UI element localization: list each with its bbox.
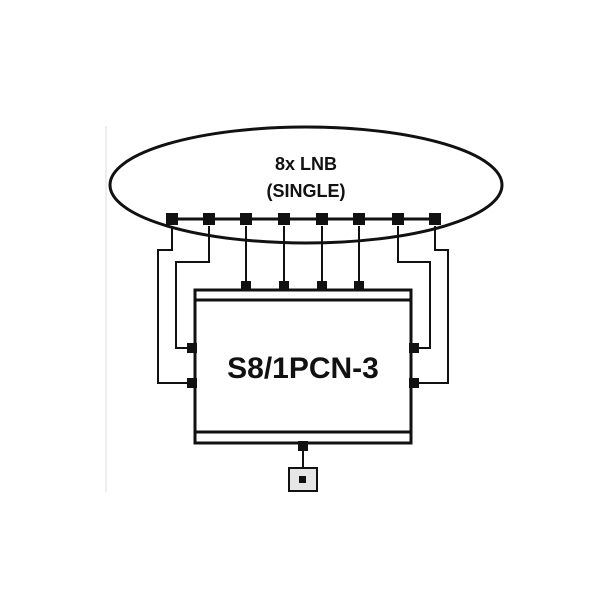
top-port-4-icon bbox=[354, 281, 364, 291]
device-output bbox=[288, 441, 318, 492]
cable-lnb-2 bbox=[175, 226, 210, 349]
top-port-3-icon bbox=[317, 281, 327, 291]
cable-lnb-8 bbox=[411, 226, 449, 384]
device-body bbox=[193, 288, 413, 445]
cable-lnb-7 bbox=[397, 226, 431, 349]
left-port-lower-icon bbox=[187, 378, 197, 388]
multiswitch-device: S8/1PCN-3 bbox=[193, 288, 413, 445]
right-port-upper-icon bbox=[409, 343, 419, 353]
device-input-ports bbox=[187, 281, 419, 388]
top-port-1-icon bbox=[241, 281, 251, 291]
lnb-connectors bbox=[166, 213, 441, 225]
lnb-count-label: 8x LNB bbox=[275, 154, 337, 174]
lnb-connector-4-icon bbox=[278, 213, 290, 225]
lnb-connector-3-icon bbox=[240, 213, 252, 225]
lnb-connector-8-icon bbox=[429, 213, 441, 225]
right-port-lower-icon bbox=[409, 378, 419, 388]
lnb-connector-7-icon bbox=[392, 213, 404, 225]
top-cables bbox=[245, 226, 360, 283]
lnb-connector-5-icon bbox=[316, 213, 328, 225]
outlet-socket-icon bbox=[299, 476, 306, 483]
left-port-upper-icon bbox=[187, 343, 197, 353]
lnb-connector-6-icon bbox=[353, 213, 365, 225]
lnb-type-label: (SINGLE) bbox=[267, 181, 346, 201]
lnb-connector-1-icon bbox=[166, 213, 178, 225]
lnb-connector-2-icon bbox=[203, 213, 215, 225]
side-cables bbox=[157, 226, 449, 384]
device-model-label: S8/1PCN-3 bbox=[227, 352, 379, 385]
top-port-2-icon bbox=[279, 281, 289, 291]
cable-lnb-1 bbox=[157, 226, 195, 384]
bottom-port-icon bbox=[298, 441, 308, 451]
lnb-group-ellipse bbox=[108, 125, 504, 245]
